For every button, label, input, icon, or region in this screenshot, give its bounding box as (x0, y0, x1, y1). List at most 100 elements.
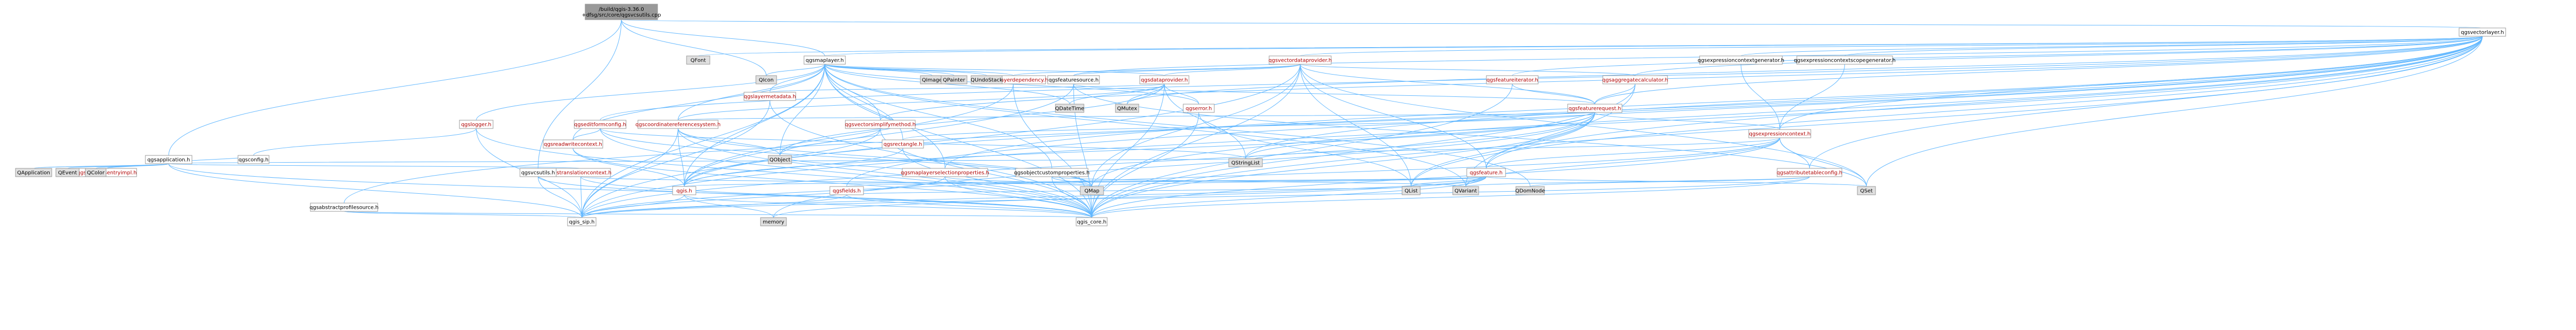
edge-qgsmaplayer_h-to-qgsdataprovider_h (824, 64, 1165, 76)
node-qgsrectangle-h[interactable]: qgsrectangle.h (882, 139, 924, 149)
node-label: qgsmaplayerselectionproperties.h (901, 170, 989, 176)
node-label: QPainter (943, 78, 966, 83)
node-label: qgis_sip.h (569, 220, 595, 225)
node-memory: memory (760, 217, 787, 226)
edge-qgsapplication_h-to-QStringList (168, 158, 1246, 164)
node-qgslogger-h[interactable]: qgslogger.h (459, 120, 494, 129)
node-qgsconfig-h[interactable]: qgsconfig.h (237, 155, 270, 164)
node-label: qgsrectangle.h (884, 142, 922, 148)
node-qgsvcsutils-cpp: /build/qgis-3.36.0+dfsg/src/core/qgsvcsu… (582, 4, 661, 20)
node-qgserror-h[interactable]: qgserror.h (1183, 104, 1215, 113)
graph-edges (33, 19, 2483, 218)
node-qgsmaplayerselectionproperties-h[interactable]: qgsmaplayerselectionproperties.h (901, 168, 989, 177)
edge-qgsfeature_h-to-qgis_core_h (1091, 176, 1486, 218)
edge-qgis_h-to-qgis_core_h (684, 194, 1092, 218)
node-qgsfields-h[interactable]: qgsfields.h (829, 186, 864, 195)
edge-qgsfields_h-to-QList (846, 186, 1411, 195)
node-qgsfeaturesource-h[interactable]: qgsfeaturesource.h (1047, 75, 1100, 84)
edge-qgsfeaturerequest_h-to-qgis_sip_h (582, 112, 1595, 218)
node-label: qgis_core.h (1077, 220, 1107, 225)
edge-qgseditformconfig_h-to-qgsreadwritecontext_h (573, 128, 601, 140)
node-qgsvectorlayer-h[interactable]: qgsvectorlayer.h (2459, 27, 2506, 37)
node-QMap: QMap (1080, 186, 1104, 195)
edge-qgsvectordataprovider_h-to-QList (1300, 64, 1411, 187)
node-qgsvcsutils-h[interactable]: qgsvcsutils.h (519, 168, 557, 177)
node-qgsfeatureiterator-h[interactable]: qgsfeatureiterator.h (1486, 75, 1539, 84)
node-qgis-h[interactable]: qgis.h (672, 186, 696, 195)
node-label: qgsvectorlayer.h (2461, 30, 2504, 36)
edge-qgscoordinatereferencesystem_h-to-QObject (678, 128, 780, 156)
node-qgstranslationcontext-h[interactable]: qgstranslationcontext.h (550, 168, 612, 177)
node-label: QList (1405, 189, 1418, 194)
node-qgsattributetableconfig-h[interactable]: qgsattributetableconfig.h (1777, 168, 1842, 177)
node-qgsexpressioncontext-h[interactable]: qgsexpressioncontext.h (1748, 129, 1811, 138)
edge-qgsfeature_h-to-QList (1411, 176, 1486, 187)
edge-qgsmaplayer_h-to-qgslayermetadata_h (769, 64, 825, 93)
node-qgsfeaturerequest-h[interactable]: qgsfeaturerequest.h (1567, 104, 1622, 113)
node-qgsobjectcustomproperties-h[interactable]: qgsobjectcustomproperties.h (1014, 168, 1090, 177)
edge-qgsapplication_h-to-qgstranslationcontext_h (168, 163, 581, 169)
edge-qgsvectordataprovider_h-to-qgsfeaturerequest_h (1300, 64, 1595, 105)
edge-qgsfeature_h-to-QMap (1092, 176, 1486, 187)
node-qgsfeature-h[interactable]: qgsfeature.h (1466, 168, 1506, 177)
node-label: qgsfields.h (832, 189, 860, 194)
node-label: QColor (87, 170, 105, 176)
node-qgslayermetadata-h[interactable]: qgslayermetadata.h (743, 92, 796, 101)
node-label: qgstranslationcontext.h (550, 170, 612, 176)
edge-qgsapplication_h-to-qgis_sip_h (168, 163, 582, 218)
edge-qgsmaplayer_h-to-QPainter (824, 64, 955, 76)
node-label: QEvent (58, 170, 77, 176)
edge-qgsmaplayer_h-to-qgis_h (684, 64, 825, 187)
edge-qgsfeaturerequest_h-to-memory (773, 112, 1595, 218)
edge-qgsdataprovider_h-to-qgserror_h (1164, 83, 1199, 105)
node-qgis-sip-h[interactable]: qgis_sip.h (567, 217, 597, 226)
edge-qgsexpressioncontextgenerator_h-to-qgsexpressioncontext_h (1740, 64, 1780, 130)
edge-qgsmaplayer_h-to-qgsmaplayerselectionproperties_h (824, 64, 945, 169)
node-qgis-core-h[interactable]: qgis_core.h (1076, 217, 1108, 226)
edge-qgsfeaturesource_h-to-qgsfeaturerequest_h (1073, 83, 1595, 105)
node-label: qgsapplication.h (147, 157, 190, 163)
node-label: qgsexpressioncontext.h (1749, 132, 1810, 137)
node-qgsdataprovider-h[interactable]: qgsdataprovider.h (1139, 75, 1189, 84)
node-qgsexpressioncontextgenerator-h[interactable]: qgsexpressioncontextgenerator.h (1698, 55, 1784, 65)
node-label: QApplication (17, 170, 50, 176)
node-qgseditformconfig-h[interactable]: qgseditformconfig.h (574, 120, 627, 129)
node-label: qgsfeaturesource.h (1049, 78, 1099, 83)
node-label: QDateTime (1055, 106, 1084, 112)
edge-qgsexpressioncontext_h-to-qgsfeature_h (1486, 137, 1780, 169)
node-label: QSet (1860, 189, 1872, 194)
node-qgsmaplayer-h[interactable]: qgsmaplayer.h (803, 55, 846, 65)
edge-qgsmaplayerdependency_h-to-qgis_h (684, 83, 1014, 187)
node-QIcon: QIcon (755, 75, 777, 84)
node-qgsexpressioncontextscopegenerator-h[interactable]: qgsexpressioncontextscopegenerator.h (1794, 55, 1896, 65)
edge-qgsvectorlayer_h-to-QSet (1866, 36, 2483, 187)
edge-qgis_h-to-memory (684, 194, 774, 218)
edge-qgsreadwritecontext_h-to-qgis_core_h (573, 148, 1092, 218)
edge-qgsvectorlayer_h-to-QStringList (1245, 36, 2483, 159)
edge-qgsapplication_h-to-QApplication (33, 163, 169, 169)
node-label: QMutex (1117, 106, 1137, 112)
node-qgsvectorsimplifymethod-h[interactable]: qgsvectorsimplifymethod.h (845, 120, 916, 129)
node-qgsvectordataprovider-h[interactable]: qgsvectordataprovider.h (1269, 55, 1332, 65)
node-label: QObject (769, 157, 791, 163)
edge-qgsfeaturerequest_h-to-qgsexpressioncontext_h (1595, 112, 1780, 130)
node-qgsreadwritecontext-h[interactable]: qgsreadwritecontext.h (543, 139, 603, 149)
node-qgsabstractprofilesource-h[interactable]: qgsabstractprofilesource.h (309, 203, 379, 212)
edge-qgsmaplayer_h-to-qgslogger_h (476, 64, 825, 121)
edge-qgsfeature_h-to-qgis_sip_h (582, 176, 1486, 218)
node-label: qgslogger.h (461, 122, 491, 128)
edge-qgsdataprovider_h-to-qgslayermetadata_h (769, 83, 1165, 93)
node-label: qgssettingsentryimpl.h (77, 170, 137, 176)
node-label: qgscoordinatereferencesystem.h (635, 122, 721, 128)
edge-qgsfeaturerequest_h-to-qgsrectangle_h (902, 112, 1595, 140)
node-qgscoordinatereferencesystem-h[interactable]: qgscoordinatereferencesystem.h (635, 120, 721, 129)
edge-qgsabstractprofilesource_h-to-qgis_core_h (344, 211, 1092, 218)
node-qgsaggregatecalculator-h[interactable]: qgsaggregatecalculator.h (1602, 75, 1668, 84)
edge-qgsmaplayer_h-to-qgis_core_h (824, 64, 1092, 218)
edge-qgsvectorlayer_h-to-qgsexpressioncontextgenerator_h (1740, 36, 2483, 56)
node-qgsapplication-h[interactable]: qgsapplication.h (145, 155, 192, 164)
node-label: QStringList (1231, 161, 1260, 166)
edge-qgsattributetableconfig_h-to-qgis_sip_h (582, 176, 1810, 218)
edge-qgscoordinatereferencesystem_h-to-QMap (678, 128, 1092, 187)
